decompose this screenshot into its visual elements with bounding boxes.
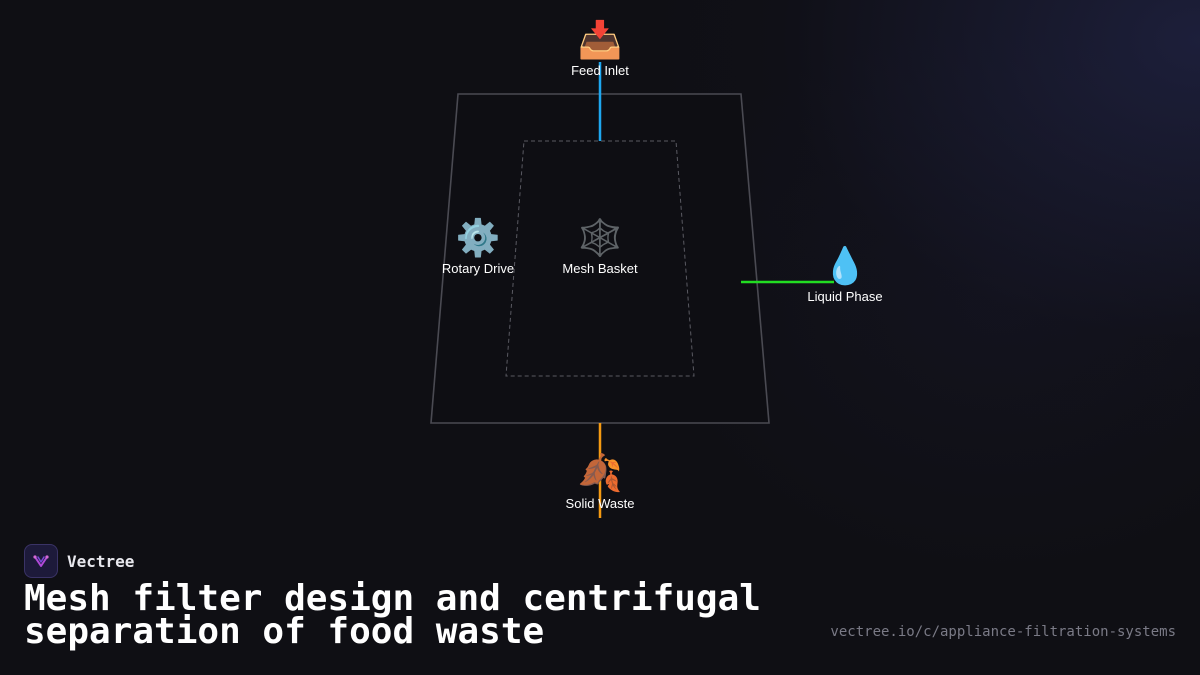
vectree-logo-icon <box>24 544 58 578</box>
gear-icon: ⚙️ <box>455 218 501 259</box>
feed-inlet-node: 📥 Feed Inlet <box>530 20 670 78</box>
source-url: vectree.io/c/appliance-filtration-system… <box>830 624 1176 640</box>
liquid-phase-label: Liquid Phase <box>807 289 883 304</box>
centrifuge-housing <box>430 93 770 424</box>
mesh-basket-node: 🕸️ Mesh Basket <box>530 218 670 276</box>
inbox-tray-icon: 📥 <box>577 20 623 61</box>
spider-web-icon: 🕸️ <box>577 218 623 259</box>
brand: Vectree <box>24 544 134 578</box>
feed-inlet-label: Feed Inlet <box>571 63 629 78</box>
brand-name: Vectree <box>67 551 135 571</box>
liquid-phase-node: 💧 Liquid Phase <box>775 246 915 304</box>
solid-waste-label: Solid Waste <box>565 496 635 511</box>
fallen-leaves-icon: 🍂 <box>577 453 623 494</box>
droplet-icon: 💧 <box>822 246 868 287</box>
page-title: Mesh filter design and centrifugal separ… <box>24 578 761 652</box>
rotary-drive-node: ⚙️ Rotary Drive <box>408 218 548 276</box>
rotary-drive-label: Rotary Drive <box>441 261 515 276</box>
mesh-basket-label: Mesh Basket <box>562 261 638 276</box>
mesh-basket-outline <box>505 140 695 377</box>
solid-waste-node: 🍂 Solid Waste <box>530 453 670 511</box>
